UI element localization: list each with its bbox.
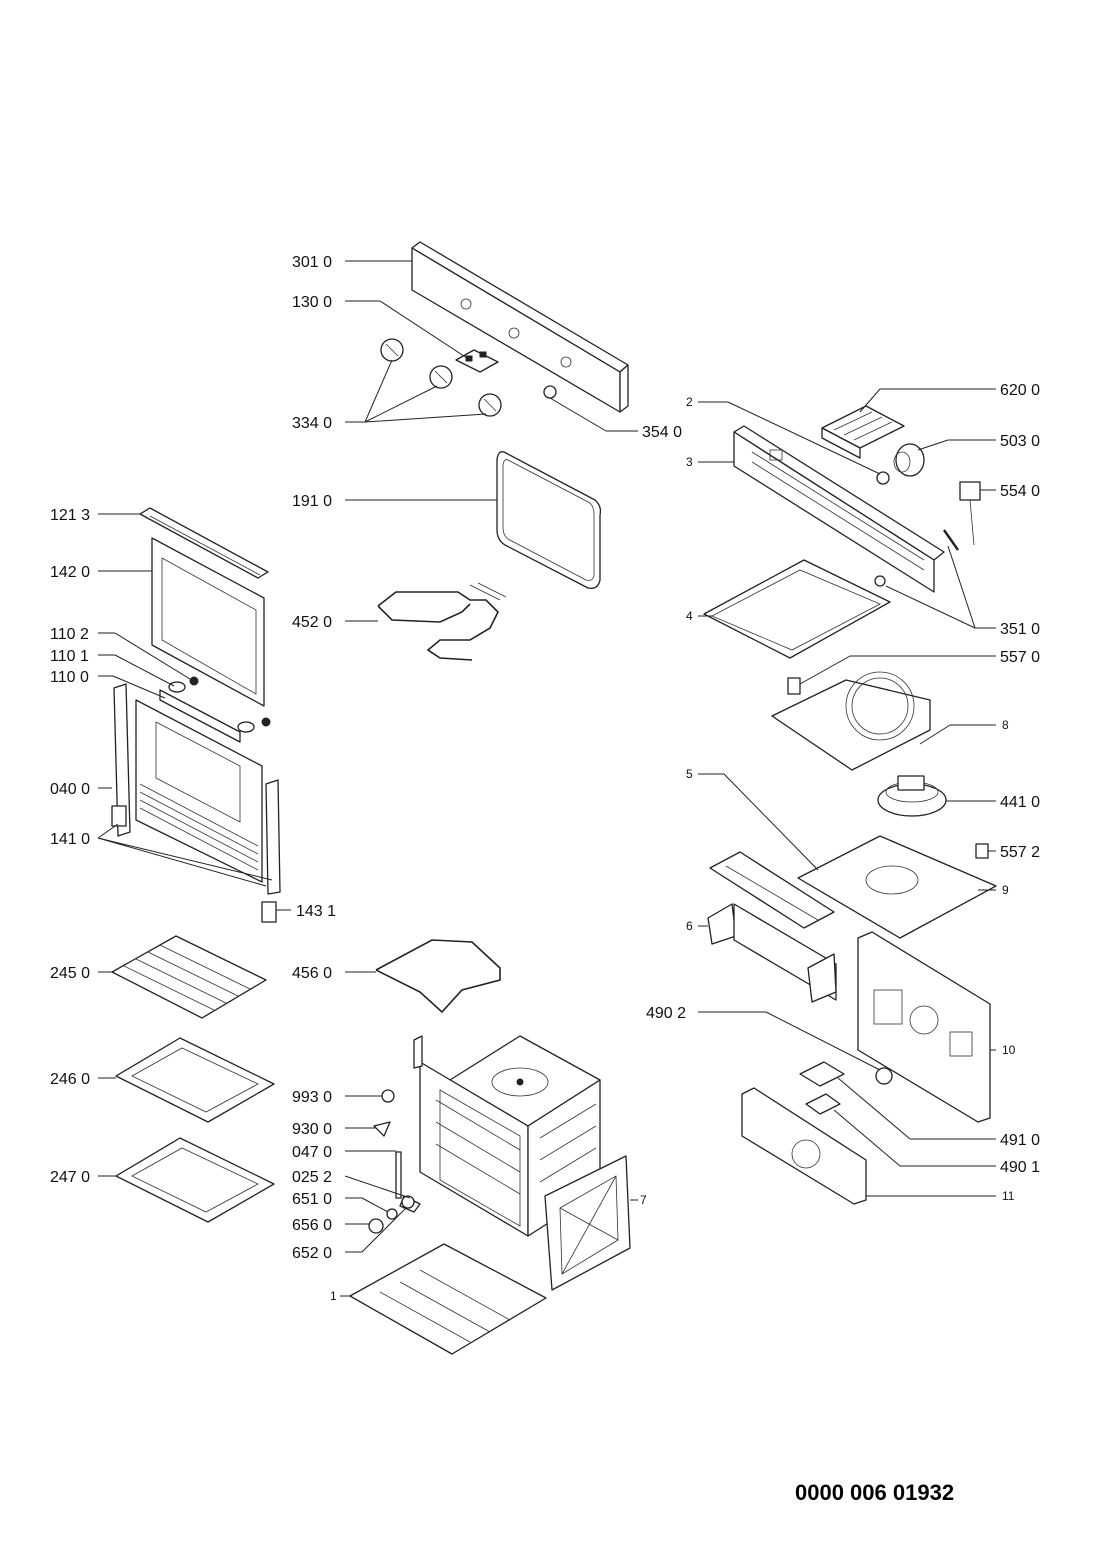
part-labels: 301 0 130 0 334 0 354 0 191 0 452 0 121 … — [50, 254, 1040, 1303]
part-label-301-0: 301 0 — [292, 254, 332, 271]
part-label-490-2: 490 2 — [646, 1005, 686, 1022]
small-fixings-drawing — [368, 1089, 421, 1234]
side-panel-drawing — [544, 1155, 631, 1291]
part-label-334-0: 334 0 — [292, 415, 332, 432]
part-label-10: 10 — [1002, 1043, 1016, 1057]
part-label-11: 11 — [1002, 1189, 1015, 1203]
part-label-452-0: 452 0 — [292, 614, 332, 631]
part-label-656-0: 656 0 — [292, 1217, 332, 1234]
part-label-7: 7 — [640, 1193, 647, 1207]
part-label-557-2: 557 2 — [1000, 844, 1040, 861]
part-label-491-0: 491 0 — [1000, 1132, 1040, 1149]
part-label-121-3: 121 3 — [50, 507, 90, 524]
part-label-993-0: 993 0 — [292, 1089, 332, 1106]
part-label-503-0: 503 0 — [1000, 433, 1040, 450]
document-number: 0000 006 01932 — [795, 1480, 955, 1505]
part-label-130-0: 130 0 — [292, 294, 332, 311]
part-label-247-0: 247 0 — [50, 1169, 90, 1186]
part-label-9: 9 — [1002, 883, 1009, 897]
part-label-6: 6 — [686, 919, 693, 933]
wire-shelf-drawing — [111, 935, 267, 1019]
part-label-354-0: 354 0 — [642, 424, 682, 441]
part-label-5: 5 — [686, 767, 693, 781]
grill-element-drawing — [377, 582, 507, 661]
part-label-141-0: 141 0 — [50, 831, 90, 848]
part-label-245-0: 245 0 — [50, 965, 90, 982]
door-hinge-parts-drawing — [159, 676, 271, 743]
hinge-drawing — [111, 805, 277, 923]
part-label-8: 8 — [1002, 718, 1009, 732]
part-label-025-2: 025 2 — [292, 1169, 332, 1186]
leader-lines — [97, 260, 996, 1297]
knobs-drawing — [380, 338, 502, 417]
outer-door-drawing — [113, 683, 281, 895]
part-label-456-0: 456 0 — [292, 965, 332, 982]
part-label-1: 1 — [330, 1289, 337, 1303]
part-label-554-0: 554 0 — [1000, 483, 1040, 500]
part-label-652-0: 652 0 — [292, 1245, 332, 1262]
inner-glass-drawing — [151, 537, 265, 707]
part-label-557-0: 557 0 — [1000, 649, 1040, 666]
part-label-930-0: 930 0 — [292, 1121, 332, 1138]
part-label-143-1: 143 1 — [296, 903, 336, 920]
part-label-3: 3 — [686, 455, 693, 469]
part-label-047-0: 047 0 — [292, 1144, 332, 1161]
door-gasket-drawing — [496, 451, 602, 589]
door-top-profile-drawing — [139, 507, 269, 579]
part-label-142-0: 142 0 — [50, 564, 90, 581]
part-label-2: 2 — [686, 395, 693, 409]
part-label-651-0: 651 0 — [292, 1191, 332, 1208]
part-label-110-0: 110 0 — [50, 669, 89, 686]
part-label-110-2: 110 2 — [50, 626, 89, 643]
part-label-441-0: 441 0 — [1000, 794, 1040, 811]
bottom-plate-drawing — [349, 1243, 547, 1355]
part-label-246-0: 246 0 — [50, 1071, 90, 1088]
part-label-040-0: 040 0 — [50, 781, 90, 798]
part-label-490-1: 490 1 — [1000, 1159, 1040, 1176]
part-label-110-1: 110 1 — [50, 648, 89, 665]
part-label-351-0: 351 0 — [1000, 621, 1040, 638]
trays-drawing — [115, 1037, 275, 1223]
switch-drawing — [455, 349, 499, 373]
lower-element-drawing — [375, 939, 501, 1014]
part-label-4: 4 — [686, 609, 693, 623]
part-label-191-0: 191 0 — [292, 493, 332, 510]
right-assembly-drawing — [703, 405, 997, 1205]
part-label-620-0: 620 0 — [1000, 382, 1040, 399]
control-panel-drawing — [411, 241, 629, 413]
